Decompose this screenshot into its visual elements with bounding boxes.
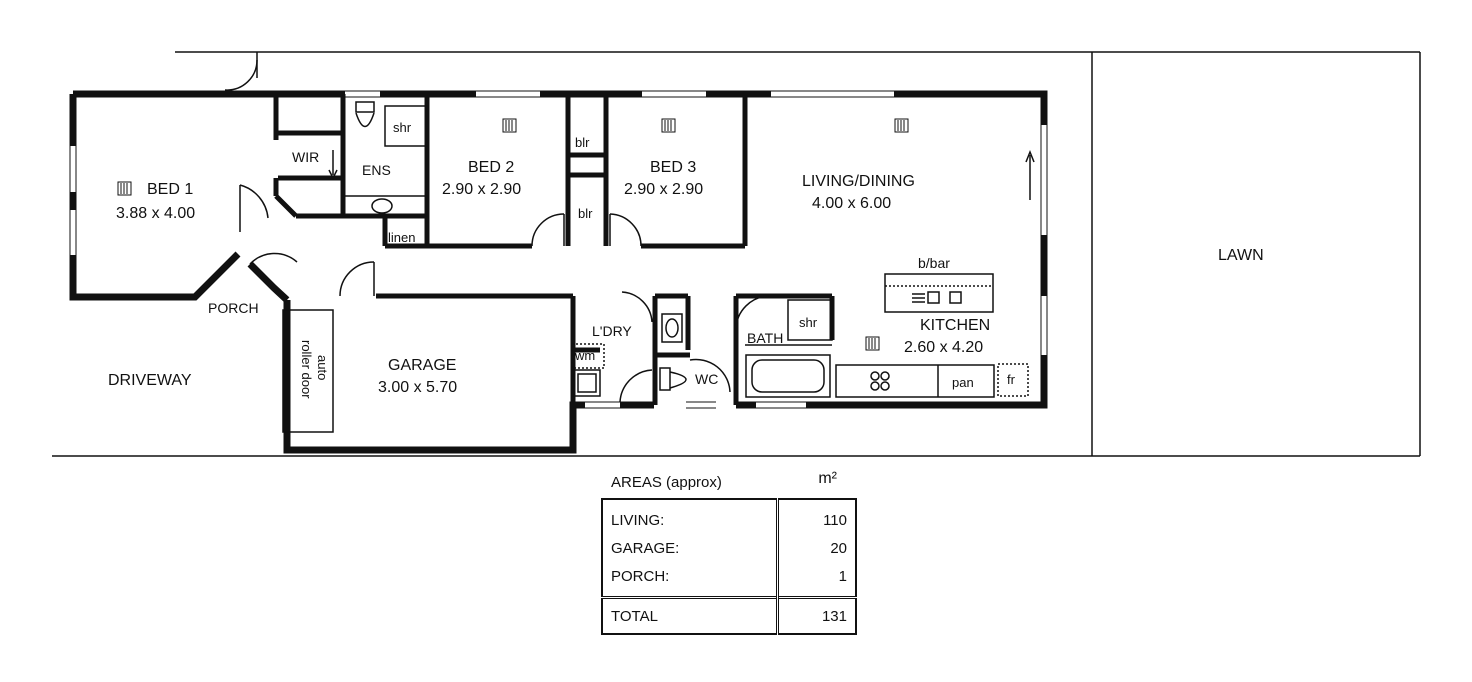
- bath-label: BATH: [747, 330, 783, 346]
- site-boundary: [52, 51, 1421, 457]
- ens-label: ENS: [362, 162, 391, 178]
- area-row-living: LIVING: 110: [602, 499, 856, 534]
- interior-walls: [273, 94, 835, 405]
- bed1-size: 3.88 x 4.00: [116, 205, 195, 222]
- ens-shr-label: shr: [393, 120, 412, 135]
- areas-header: AREAS (approx) m²: [601, 466, 859, 498]
- windows: [70, 91, 1047, 408]
- area-value: 1: [776, 562, 856, 598]
- area-row-total: TOTAL 131: [602, 596, 856, 634]
- areas-table: LIVING: 110 GARAGE: 20 PORCH: 1 TOTAL 13…: [601, 498, 857, 635]
- garage-name: GARAGE: [388, 357, 456, 374]
- area-label: GARAGE:: [611, 539, 680, 557]
- area-label: LIVING:: [611, 511, 665, 529]
- ldry-label: L'DRY: [592, 323, 632, 339]
- area-label: PORCH:: [611, 567, 670, 585]
- doors: [239, 184, 771, 403]
- pan-label: pan: [952, 375, 974, 390]
- bed1-name: BED 1: [147, 181, 193, 198]
- bath-shr-label: shr: [799, 315, 818, 330]
- areas-title: AREAS (approx): [611, 474, 722, 491]
- area-value: 20: [776, 534, 856, 562]
- bed2-name: BED 2: [468, 159, 514, 176]
- bed3-size: 2.90 x 2.90: [624, 181, 703, 198]
- roller-door-line1: auto: [315, 355, 330, 380]
- areas-unit: m²: [818, 470, 837, 487]
- roller-door-line2: roller door: [299, 340, 314, 399]
- blr-label-1: blr: [575, 135, 590, 150]
- bbar-label: b/bar: [918, 255, 950, 271]
- wm-label: wm: [574, 348, 595, 363]
- bed2-size: 2.90 x 2.90: [442, 181, 521, 198]
- area-total-value: 131: [776, 596, 856, 634]
- bed3-name: BED 3: [650, 159, 696, 176]
- fr-label: fr: [1007, 372, 1016, 387]
- porch-label: PORCH: [208, 300, 259, 316]
- living-size: 4.00 x 6.00: [812, 195, 891, 212]
- areas-schedule: AREAS (approx) m² LIVING: 110 GARAGE: 20…: [601, 466, 859, 635]
- area-total-label: TOTAL: [602, 596, 778, 634]
- linen-label: linen: [388, 230, 415, 245]
- driveway-label: DRIVEWAY: [108, 372, 192, 389]
- wc-label: WC: [695, 371, 718, 387]
- wir-label: WIR: [292, 149, 319, 165]
- kitchen-name: KITCHEN: [920, 317, 990, 334]
- garage-size: 3.00 x 5.70: [378, 379, 457, 396]
- living-name: LIVING/DINING: [802, 173, 915, 190]
- blr-label-2: blr: [578, 206, 593, 221]
- lawn-label: LAWN: [1218, 247, 1264, 264]
- gate: [224, 52, 258, 91]
- area-row-garage: GARAGE: 20: [602, 534, 856, 562]
- area-row-porch: PORCH: 1: [602, 562, 856, 598]
- fixtures: [282, 101, 1035, 433]
- kitchen-size: 2.60 x 4.20: [904, 339, 983, 356]
- area-value: 110: [776, 499, 856, 534]
